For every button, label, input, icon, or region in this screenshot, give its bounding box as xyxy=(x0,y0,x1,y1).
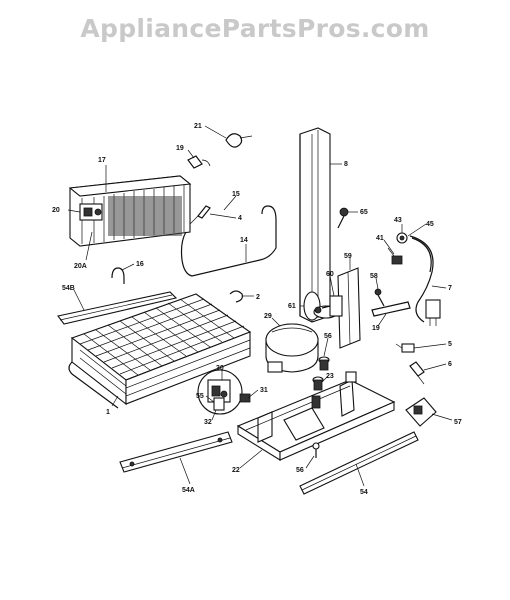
part-56-grommet xyxy=(318,356,330,371)
part-8-vertical-channel xyxy=(299,127,331,323)
callout-54a: 54A xyxy=(182,487,195,494)
part-55-bracket xyxy=(213,397,225,411)
callout-20a: 20A xyxy=(74,263,87,270)
part-1-evaporator-grid xyxy=(68,293,252,409)
callout-19: 19 xyxy=(176,145,184,152)
part-30-relay xyxy=(197,369,243,415)
callout-17: 17 xyxy=(98,157,106,164)
part-16-clip xyxy=(111,267,125,284)
part-7-power-cord xyxy=(409,235,441,326)
callout-22: 22 xyxy=(232,467,240,474)
callout-56-lower: 56 xyxy=(296,467,304,474)
part-22-base-plate xyxy=(236,371,396,461)
part-43-grommet xyxy=(396,232,408,244)
part-54-rail xyxy=(299,431,419,495)
callout-54b: 54B xyxy=(62,285,75,292)
callout-61: 61 xyxy=(288,303,296,310)
watermark: AppliancePartsPros.com xyxy=(80,14,430,43)
leader-lines xyxy=(67,125,453,487)
part-6-fitting xyxy=(409,361,425,385)
callout-7: 7 xyxy=(448,285,452,292)
part-29-compressor xyxy=(265,323,319,373)
part-59-fan-bracket xyxy=(337,267,361,349)
callout-65: 65 xyxy=(360,209,368,216)
part-58-screw xyxy=(374,288,385,307)
callout-58: 58 xyxy=(370,273,378,280)
callout-60: 60 xyxy=(326,271,334,278)
part-19-clip xyxy=(187,155,211,169)
callout-5: 5 xyxy=(448,341,452,348)
callout-57: 57 xyxy=(454,419,462,426)
part-23-grommet xyxy=(312,376,324,391)
callout-1: 1 xyxy=(106,409,110,416)
callout-6: 6 xyxy=(448,361,452,368)
part-14-tubing xyxy=(180,205,277,277)
part-5-fitting xyxy=(395,343,415,353)
callout-56-upper: 56 xyxy=(324,333,332,340)
callout-45-upper: 45 xyxy=(426,221,434,228)
callout-16: 16 xyxy=(136,261,144,268)
callout-20: 20 xyxy=(52,207,60,214)
callout-4: 4 xyxy=(238,215,242,222)
part-31-overload xyxy=(239,393,251,403)
part-17-coil-assembly xyxy=(68,175,192,247)
part-65-screw xyxy=(337,207,349,229)
callout-labels: 17 20 20A 19 21 15 4 14 16 54B 2 8 65 43… xyxy=(52,123,462,496)
callout-21: 21 xyxy=(194,123,202,130)
callout-55: 55 xyxy=(196,393,204,400)
callout-19-lower: 19 xyxy=(372,325,380,332)
part-54b-rail xyxy=(57,291,178,325)
part-54a-rail xyxy=(119,431,233,473)
part-57-bracket xyxy=(405,397,437,427)
part-2-clip xyxy=(229,290,243,303)
callout-29: 29 xyxy=(264,313,272,320)
part-4-fitting xyxy=(189,205,211,225)
part-60-fan-motor xyxy=(321,295,343,317)
callout-43: 43 xyxy=(394,217,402,224)
callout-15: 15 xyxy=(232,191,240,198)
part-19-tube xyxy=(371,301,411,317)
callout-8: 8 xyxy=(344,161,348,168)
callout-54: 54 xyxy=(360,489,368,496)
callout-30: 30 xyxy=(216,365,224,372)
callout-41: 41 xyxy=(376,235,384,242)
callout-23: 23 xyxy=(326,373,334,380)
callout-32: 32 xyxy=(204,419,212,426)
callout-59: 59 xyxy=(344,253,352,260)
callout-2: 2 xyxy=(256,294,260,301)
part-21-clip xyxy=(225,133,253,148)
part-41-connector xyxy=(387,247,403,265)
part-56-screw xyxy=(312,442,320,458)
callout-14: 14 xyxy=(240,237,248,244)
callout-31: 31 xyxy=(260,387,268,394)
